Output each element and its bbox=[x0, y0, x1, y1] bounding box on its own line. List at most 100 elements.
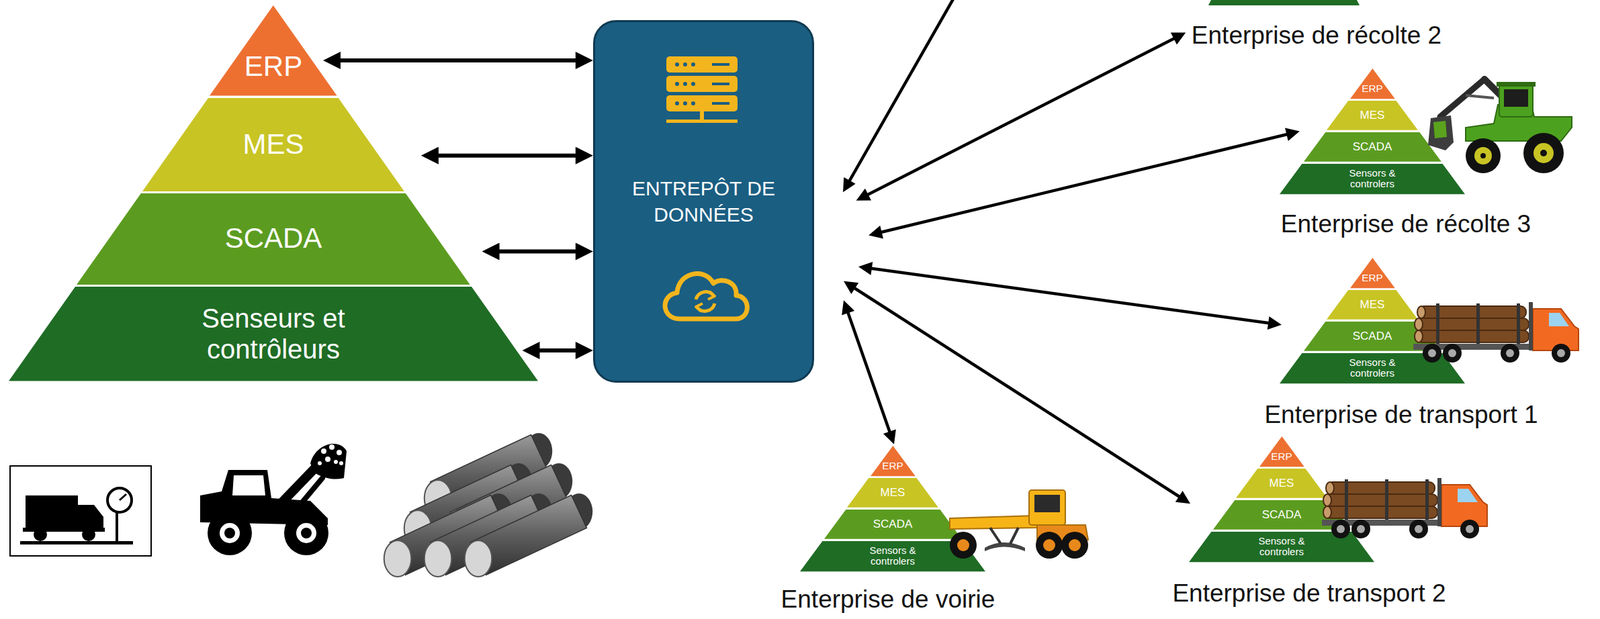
truck-scale-icon-part bbox=[119, 494, 127, 501]
band-label: MES bbox=[1360, 109, 1386, 123]
data-flow-arrow bbox=[328, 58, 588, 63]
loader-icon-part bbox=[333, 460, 338, 465]
server-icon bbox=[666, 56, 738, 123]
band-fill bbox=[847, 478, 939, 508]
log-truck-illustration-part-part bbox=[1351, 519, 1371, 539]
band-fill bbox=[76, 193, 471, 285]
data-flow-arrow bbox=[527, 348, 588, 353]
grader-illustration-part bbox=[949, 515, 1038, 530]
loader-icon-part bbox=[232, 475, 266, 496]
truck-scale-icon-part bbox=[33, 527, 48, 542]
data-warehouse: ENTREPÔT DE DONNÉES bbox=[593, 20, 815, 383]
harvester-illustration-part bbox=[1474, 147, 1492, 165]
data-flow-arrow bbox=[862, 267, 1278, 325]
band-shape bbox=[8, 286, 539, 382]
log-truck-illustration-part-part bbox=[1415, 330, 1529, 343]
log-truck-illustration-part-part bbox=[1324, 494, 1438, 507]
band-fill bbox=[1350, 257, 1396, 289]
harvester-illustration-part bbox=[1540, 149, 1547, 157]
truck-scale-icon-part bbox=[107, 488, 132, 513]
harvester-illustration-part bbox=[1523, 132, 1564, 174]
log-truck-illustration-part-part bbox=[1460, 519, 1480, 539]
cloud-sync-icon-part bbox=[707, 291, 715, 300]
band-label: SCADA bbox=[225, 222, 323, 255]
log-truck-illustration-part bbox=[1414, 306, 1426, 343]
band-label: ERP bbox=[244, 50, 303, 83]
truck-scale-icon-part bbox=[81, 527, 96, 542]
company-block: Enterprise de récolte 2 bbox=[1148, 5, 1485, 54]
server-icon-part bbox=[699, 111, 704, 121]
log-truck-illustration-part-part bbox=[1415, 318, 1529, 331]
grader-illustration-part bbox=[1034, 495, 1060, 513]
log-truck-illustration-part-part bbox=[1325, 482, 1335, 495]
grader-illustration-part bbox=[1061, 531, 1089, 559]
log-truck-illustration-part bbox=[1323, 482, 1335, 519]
data-flow-arrow bbox=[486, 249, 588, 254]
harvester-illustration-part bbox=[1484, 79, 1513, 108]
server-icon-part bbox=[675, 62, 730, 106]
log-truck-illustration bbox=[1321, 478, 1488, 539]
pyramid-band: ERP bbox=[1259, 436, 1305, 467]
data-flow-arrow bbox=[847, 283, 1187, 502]
band-label: Sensors & controlers bbox=[1249, 536, 1314, 559]
grader-illustration-part bbox=[990, 527, 1001, 545]
data-flow-arrow bbox=[426, 153, 588, 158]
off-page-arrow-part bbox=[845, 0, 957, 189]
pyramid-band: MES bbox=[1326, 100, 1418, 131]
cloud-sync-icon-part bbox=[664, 274, 747, 320]
harvester-illustration-part bbox=[1433, 120, 1447, 139]
log-end bbox=[424, 540, 453, 577]
data-flow-arrow bbox=[845, 304, 893, 441]
company-name: Enterprise de voirie bbox=[781, 585, 996, 615]
server-icon-part-part bbox=[675, 101, 680, 106]
log-truck-illustration-part bbox=[1422, 343, 1571, 363]
pyramid-band: SCADA bbox=[1303, 321, 1442, 352]
log-truck-illustration-part-part bbox=[1436, 303, 1440, 344]
band-label: SCADA bbox=[873, 518, 913, 532]
log-truck-illustration-part bbox=[1437, 478, 1442, 527]
grader-illustration-part bbox=[1035, 531, 1063, 559]
log-truck-illustration-part bbox=[1457, 489, 1478, 503]
harvester-illustration-part bbox=[1465, 104, 1572, 142]
log-truck-illustration-part bbox=[1331, 519, 1480, 539]
band-label: Sensors & controlers bbox=[1340, 357, 1405, 380]
band-label: SCADA bbox=[1352, 330, 1393, 344]
company-name: Enterprise de récolte 2 bbox=[1191, 21, 1442, 51]
band-label: Sensors & controlers bbox=[1340, 167, 1405, 191]
log-truck-illustration-part-part bbox=[1414, 525, 1423, 534]
pyramid-band: SCADA bbox=[76, 193, 471, 285]
pyramid-band: ERP bbox=[1350, 257, 1396, 289]
cut-off-pyramid-part bbox=[1208, 0, 1360, 6]
log-truck-illustration-part-part bbox=[1417, 306, 1426, 319]
truck-scale-icon-part bbox=[10, 466, 152, 557]
band-label: ERP bbox=[1361, 272, 1383, 285]
loader-icon-part bbox=[329, 444, 335, 451]
warehouse-label: ENTREPÔT DE DONNÉES bbox=[619, 175, 788, 228]
band-fill bbox=[800, 541, 986, 572]
server-icon-part bbox=[666, 75, 738, 93]
server-icon-part-part bbox=[712, 102, 730, 105]
truck-scale-icon bbox=[10, 466, 152, 557]
pyramid-band: MES bbox=[1326, 290, 1418, 320]
company-name: Enterprise de transport 1 bbox=[1264, 401, 1538, 430]
harvester-illustration-part bbox=[1440, 79, 1485, 117]
log-truck-illustration-part-part bbox=[1327, 482, 1435, 495]
server-icon-part-part bbox=[691, 62, 696, 67]
loader-icon-part bbox=[310, 443, 347, 480]
pyramid-band: MES bbox=[1235, 468, 1328, 499]
data-flow-arrow bbox=[859, 34, 1183, 199]
band-label: ERP bbox=[1270, 451, 1292, 463]
log-pile-icon bbox=[384, 433, 594, 577]
log-truck-illustration bbox=[1413, 302, 1579, 363]
loader-icon-part bbox=[296, 523, 317, 544]
harvester-illustration bbox=[1428, 79, 1572, 174]
log-truck-illustration-part-part bbox=[1551, 343, 1571, 363]
band-label: ERP bbox=[1361, 83, 1383, 95]
log-truck-illustration-part-part bbox=[1331, 519, 1351, 539]
truck-scale-icon-part bbox=[25, 495, 78, 530]
harvester-illustration-part bbox=[1503, 89, 1529, 107]
log-truck-illustration-part bbox=[1324, 482, 1438, 519]
company-name: Enterprise de récolte 3 bbox=[1280, 210, 1531, 240]
log-truck-illustration-part-part bbox=[1476, 303, 1480, 344]
band-label: MES bbox=[880, 486, 906, 500]
